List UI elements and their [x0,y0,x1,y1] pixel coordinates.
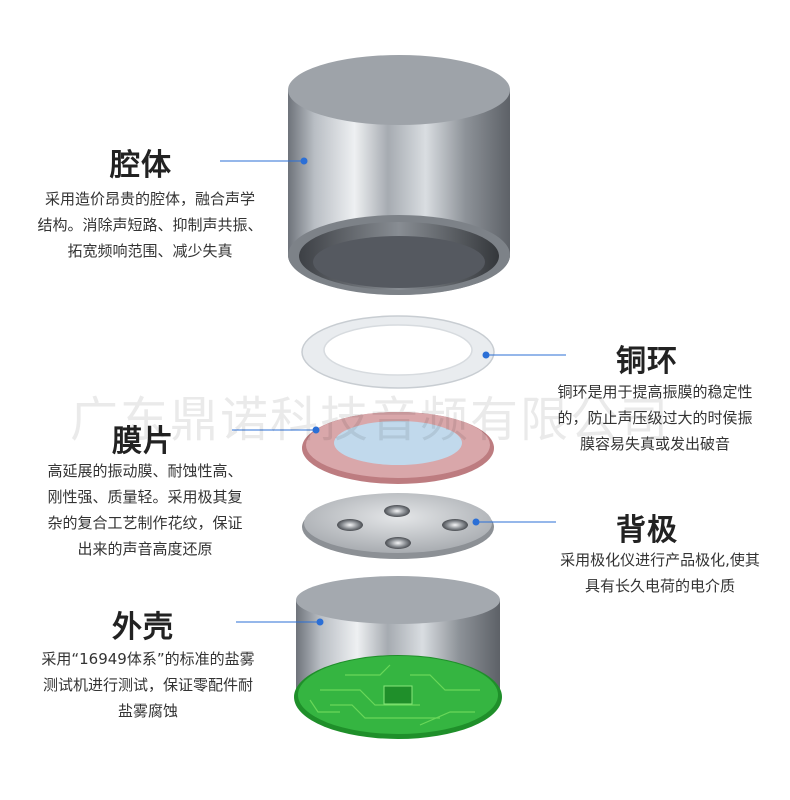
back-plate-title: 背极 [616,513,678,548]
diaphragm-desc-line: 杂的复合工艺制作花纹，保证 [47,514,243,532]
copper-ring-desc-line: 膜容易失真或发出破音 [579,435,730,453]
cavity-title: 腔体 [110,148,172,183]
back-plate-description: 采用极化仪进行产品极化,使其 具有长久电荷的电介质 [540,547,780,599]
diaphragm-title: 膜片 [112,424,174,459]
diaphragm-desc-line: 刚性强、质量轻。采用极其复 [47,488,243,506]
back-plate-shape [302,493,494,559]
watermark-text: 广东鼎诺科技音频有限公司 [70,392,671,448]
shell-desc-line: 采用“16949体系”的标准的盐雾 [41,650,255,668]
shell-title: 外壳 [112,610,174,645]
back-plate-desc-line: 采用极化仪进行产品极化,使其 [560,551,760,569]
copper-ring-desc-line: 的，防止声压级过大的时侯振 [557,409,753,427]
shell-description: 采用“16949体系”的标准的盐雾 测试机进行测试，保证零配件耐 盐雾腐蚀 [18,646,278,724]
diaphragm-desc-line: 出来的声音高度还原 [77,540,213,558]
back-plate-desc-line: 具有长久电荷的电介质 [584,577,735,595]
diaphragm-description: 高延展的振动膜、耐蚀性高、 刚性强、质量轻。采用极其复 杂的复合工艺制作花纹，保… [20,458,270,562]
shell-desc-line: 测试机进行测试，保证零配件耐 [42,676,253,694]
leader-lines [220,157,566,626]
copper-ring-description: 铜环是用于提高振膜的稳定性 的，防止声压级过大的时侯振 膜容易失真或发出破音 [530,379,780,457]
cavity-cylinder [288,55,510,295]
copper-ring-shape [301,315,495,389]
shell-desc-line: 盐雾腐蚀 [117,702,178,720]
cavity-desc-line: 拓宽频响范围、减少失真 [67,242,233,260]
diaphragm-desc-line: 高延展的振动膜、耐蚀性高、 [47,462,243,480]
cavity-desc-line: 结构。消除声短路、抑制声共振、 [37,216,263,234]
shell-shape [294,576,502,739]
cavity-desc-line: 采用造价昂贵的腔体，融合声学 [44,190,255,208]
copper-ring-desc-line: 铜环是用于提高振膜的稳定性 [557,383,753,401]
diaphragm-shape [302,412,494,484]
cavity-description: 采用造价昂贵的腔体，融合声学 结构。消除声短路、抑制声共振、 拓宽频响范围、减少… [25,186,275,264]
copper-ring-title: 铜环 [616,344,678,379]
